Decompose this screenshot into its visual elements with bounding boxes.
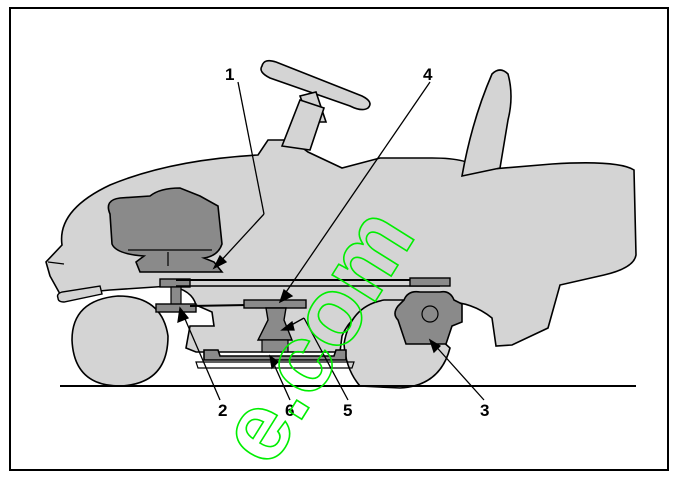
deck-spindle [256, 307, 294, 341]
callout-3: 3 [480, 401, 489, 420]
seat-back [461, 69, 512, 178]
callout-2: 2 [218, 401, 227, 420]
callout-5: 5 [343, 401, 352, 420]
callout-4: 4 [423, 65, 433, 84]
grille-line [47, 261, 65, 265]
callout-1: 1 [225, 65, 234, 84]
lower-engine-pulley [155, 303, 197, 313]
front-bumper [56, 285, 103, 303]
deck-housing [195, 361, 355, 369]
transaxle-pulley [409, 277, 451, 287]
mower-deck [203, 349, 347, 361]
engine-detail [128, 249, 212, 266]
diagram-frame [9, 7, 669, 471]
engine-shaft [170, 286, 182, 306]
engine [107, 187, 224, 273]
callout-leaders [177, 81, 485, 401]
front-wheel [71, 295, 169, 387]
deck-spindle-base [261, 339, 289, 353]
transaxle-hub [421, 305, 439, 323]
steering-wheel [260, 59, 371, 151]
callout-6: 6 [285, 401, 294, 420]
